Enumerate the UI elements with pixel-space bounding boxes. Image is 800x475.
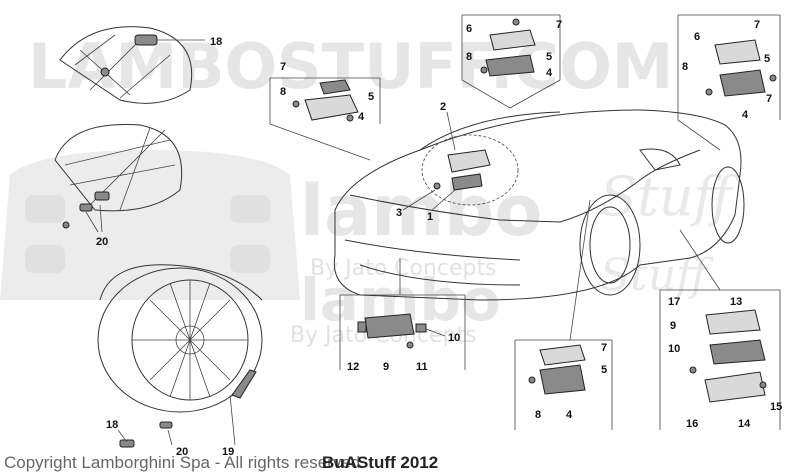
module-group-b: [461, 14, 561, 109]
callout-2: 2: [440, 101, 446, 113]
callout-4: 4: [546, 67, 553, 79]
callout-17: 17: [668, 296, 680, 308]
footer-overlay: BuAStuff 2012: [322, 453, 438, 472]
watermark-lambostuff: LAMBOSTUFF.COM: [28, 30, 674, 103]
callout-5: 5: [601, 364, 607, 376]
callout-20: 20: [96, 236, 108, 248]
callout-8: 8: [280, 86, 286, 98]
callout-11: 11: [416, 361, 428, 373]
callout-9: 9: [383, 361, 389, 373]
callout-18: 18: [210, 36, 222, 48]
callout-7: 7: [601, 342, 607, 354]
wheel-top: [59, 26, 205, 104]
callout-8: 8: [682, 61, 688, 73]
callout-12: 12: [347, 361, 359, 373]
callout-6: 6: [694, 31, 700, 43]
callout-7: 7: [280, 61, 286, 73]
module-group-a: [269, 77, 381, 161]
callout-16: 16: [686, 418, 698, 430]
callout-7: 7: [754, 19, 760, 31]
wheel-large: [97, 264, 263, 448]
module-bottom-mid: [514, 199, 613, 430]
callout-6: 6: [466, 23, 472, 35]
callout-4: 4: [566, 409, 573, 421]
watermark-byjato-1: By Jato Concepts: [310, 256, 497, 281]
callout-4: 4: [358, 111, 365, 123]
callout-13: 13: [730, 296, 742, 308]
watermark-layer: LAMBOSTUFF.COM lambo Stuff By Jato Conce…: [0, 30, 739, 348]
callout-10: 10: [448, 332, 460, 344]
callout-8: 8: [466, 51, 472, 63]
callout-7: 7: [556, 19, 562, 31]
callout-20: 20: [176, 446, 188, 458]
callout-15: 15: [770, 401, 782, 413]
callout-14: 14: [738, 418, 751, 430]
callout-5: 5: [764, 53, 770, 65]
watermark-lambo-1: lambo: [300, 170, 542, 252]
watermark-car-logo: [0, 150, 300, 300]
wheel-middle: [54, 123, 183, 233]
module-group-c: [677, 14, 781, 151]
copyright-footer: Copyright Lamborghini Spa - All rights r…: [4, 453, 360, 472]
callout-10: 10: [668, 343, 680, 355]
callout-7: 7: [766, 93, 772, 105]
callout-1: 1: [427, 211, 433, 223]
callout-labels: 18 20 18 20 19 7 8 5 4 7 6 8 5 4 7 6 8 5…: [96, 19, 782, 458]
car-outline: [333, 109, 745, 301]
callout-3: 3: [396, 207, 402, 219]
callout-5: 5: [546, 51, 552, 63]
callout-8: 8: [535, 409, 541, 421]
central-module: [402, 111, 491, 211]
callout-18: 18: [106, 419, 118, 431]
callout-4: 4: [742, 109, 749, 121]
callout-5: 5: [368, 91, 374, 103]
module-bottom-right: [659, 229, 781, 430]
callout-9: 9: [670, 320, 676, 332]
callout-19: 19: [222, 446, 234, 458]
module-bottom-center: [339, 258, 466, 370]
